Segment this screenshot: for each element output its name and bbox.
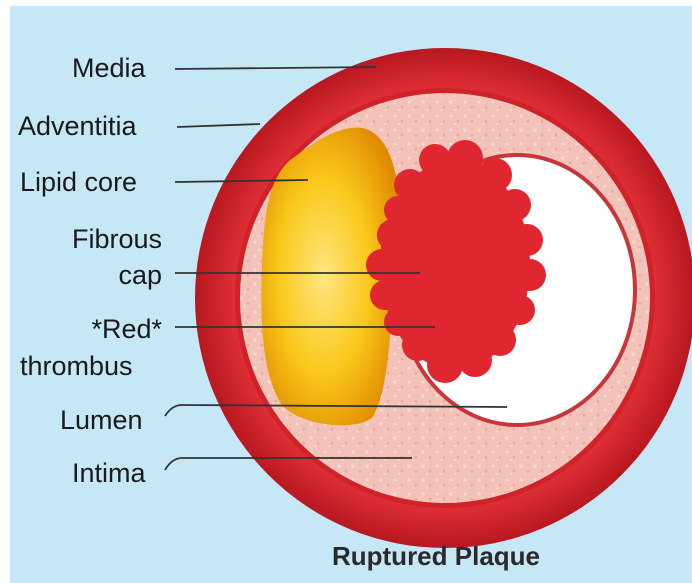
media-label: Media — [72, 52, 146, 84]
fibrous-cap-label-line1: Fibrous — [50, 223, 162, 255]
adventitia-leader — [177, 124, 260, 127]
lumen-label: Lumen — [60, 404, 143, 436]
fibrous-cap-label-line2: cap — [50, 259, 162, 291]
adventitia-label: Adventitia — [18, 110, 137, 142]
diagram-caption: Ruptured Plaque — [0, 541, 692, 572]
red-thrombus-label-line2: thrombus — [20, 350, 133, 382]
red-thrombus-label-line1: *Red* — [50, 313, 162, 345]
lipid-core-label: Lipid core — [20, 166, 137, 198]
intima-label: Intima — [72, 457, 146, 489]
